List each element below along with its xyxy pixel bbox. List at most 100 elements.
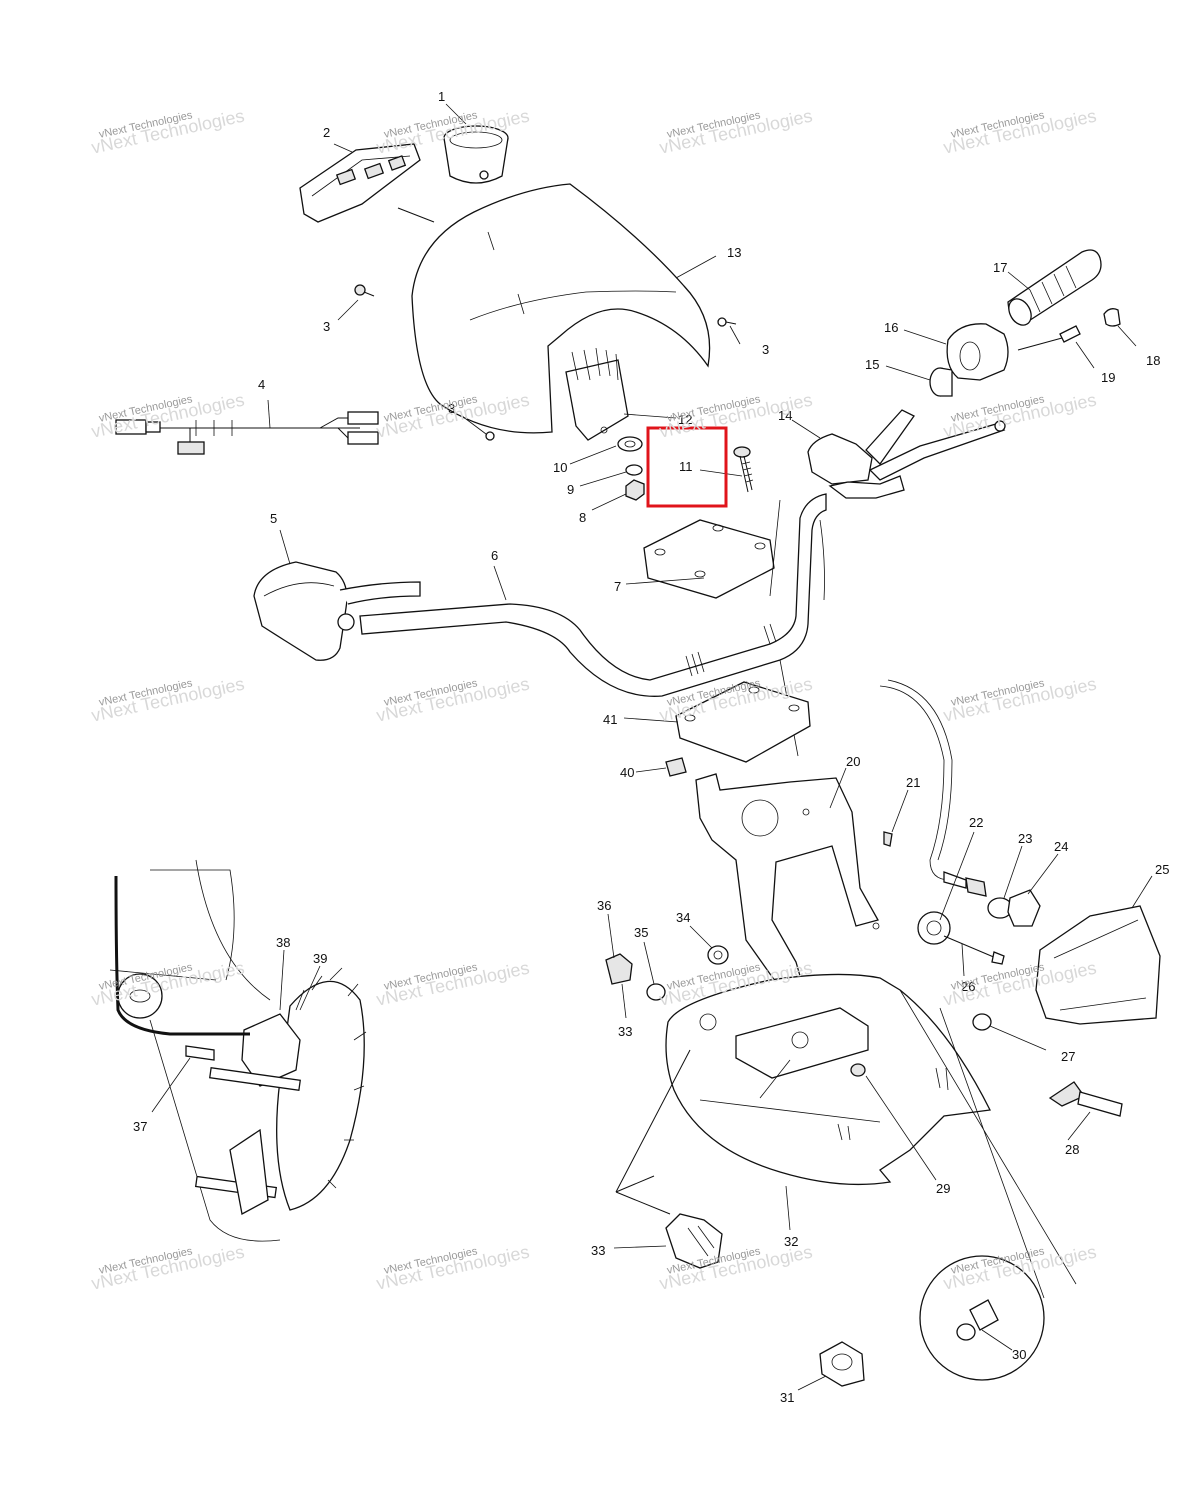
callout-28: 28 — [1065, 1142, 1079, 1157]
callout-3: 3 — [323, 319, 330, 334]
callout-30: 30 — [1012, 1347, 1026, 1362]
callout-9: 9 — [567, 482, 574, 497]
part-16-switch-housing — [946, 323, 1009, 381]
callout-24: 24 — [1054, 839, 1068, 854]
part-3-screw-a — [354, 284, 375, 297]
part-29-nut — [850, 1063, 866, 1077]
callout-35: 35 — [634, 925, 648, 940]
callout-3: 3 — [762, 342, 769, 357]
callout-29: 29 — [936, 1181, 950, 1196]
callout-36: 36 — [597, 898, 611, 913]
callouts: 1 2 3 3 3 4 5 6 7 8 9 10 11 12 13 14 15 … — [133, 89, 1169, 1405]
part-17-grip — [1007, 249, 1102, 326]
callout-27: 27 — [1061, 1049, 1075, 1064]
callout-7: 7 — [614, 579, 621, 594]
callout-12: 12 — [678, 412, 692, 427]
part-3-screw-c — [485, 431, 495, 441]
callout-6: 6 — [491, 548, 498, 563]
callout-31: 31 — [780, 1390, 794, 1405]
callout-18: 18 — [1146, 353, 1160, 368]
callout-15: 15 — [865, 357, 879, 372]
callout-8: 8 — [579, 510, 586, 525]
callout-20: 20 — [846, 754, 860, 769]
part-7-clamp-top — [643, 519, 775, 599]
part-19-screw — [1017, 325, 1081, 351]
part-28-bulb-socket — [1048, 1081, 1123, 1117]
brake-line — [114, 875, 250, 1036]
callout-37: 37 — [133, 1119, 147, 1134]
callout-38: 38 — [276, 935, 290, 950]
part-26-adjuster — [917, 911, 1005, 965]
part-22-connector — [943, 871, 987, 897]
part-33-fastener-large — [665, 1213, 723, 1269]
callout-13: 13 — [727, 245, 741, 260]
part-40-clip — [665, 757, 687, 777]
part-11-bolt — [733, 446, 754, 493]
part-5-master-cylinder — [253, 561, 421, 661]
callout-26: 26 — [961, 979, 975, 994]
part-36-knob — [605, 953, 633, 985]
callout-19: 19 — [1101, 370, 1115, 385]
callout-21: 21 — [906, 775, 920, 790]
callout-14: 14 — [778, 408, 792, 423]
part-9-lockwasher — [625, 464, 643, 476]
part-8-nut — [625, 479, 645, 501]
part-3-screw-b — [717, 317, 737, 327]
part-27-oring — [972, 1013, 992, 1031]
part-2-switch-panel — [299, 143, 435, 223]
part-15-collar — [929, 367, 953, 397]
part-38-39-caliper — [109, 859, 367, 1242]
callout-2: 2 — [323, 125, 330, 140]
part-20-bracket — [695, 773, 880, 989]
leader-lines — [151, 103, 1153, 1391]
callout-1: 1 — [438, 89, 445, 104]
callout-3: 3 — [448, 401, 455, 416]
part-31-clip — [819, 1341, 865, 1387]
part-18-end-cap — [1103, 308, 1121, 327]
callout-40: 40 — [620, 765, 634, 780]
part-21-fastener — [883, 831, 893, 847]
callout-16: 16 — [884, 320, 898, 335]
callout-10: 10 — [553, 460, 567, 475]
callout-33: 33 — [618, 1024, 632, 1039]
callout-33: 33 — [591, 1243, 605, 1258]
part-25-headlight — [1035, 905, 1161, 1025]
part-14-brake-master — [807, 409, 1006, 499]
part-34-ring — [707, 945, 729, 965]
part-1-gauge — [443, 125, 509, 184]
part-35-washer — [646, 983, 666, 1001]
part-30-detail — [919, 1255, 1045, 1381]
callout-34: 34 — [676, 910, 690, 925]
callout-25: 25 — [1155, 862, 1169, 877]
callout-41: 41 — [603, 712, 617, 727]
throttle-cable — [879, 685, 951, 881]
callout-32: 32 — [784, 1234, 798, 1249]
part-11-highlight — [646, 426, 728, 508]
part-4-harness — [115, 411, 379, 455]
part-12-bracket — [565, 347, 629, 441]
callout-22: 22 — [969, 815, 983, 830]
part-24-knob — [1007, 889, 1041, 927]
part-41-lower-clamp — [675, 681, 811, 763]
part-32-hood — [665, 973, 991, 1186]
callout-4: 4 — [258, 377, 265, 392]
callout-23: 23 — [1018, 831, 1032, 846]
part-13-fairing — [411, 183, 711, 434]
part-10-washer — [617, 436, 643, 452]
callout-17: 17 — [993, 260, 1007, 275]
callout-39: 39 — [313, 951, 327, 966]
